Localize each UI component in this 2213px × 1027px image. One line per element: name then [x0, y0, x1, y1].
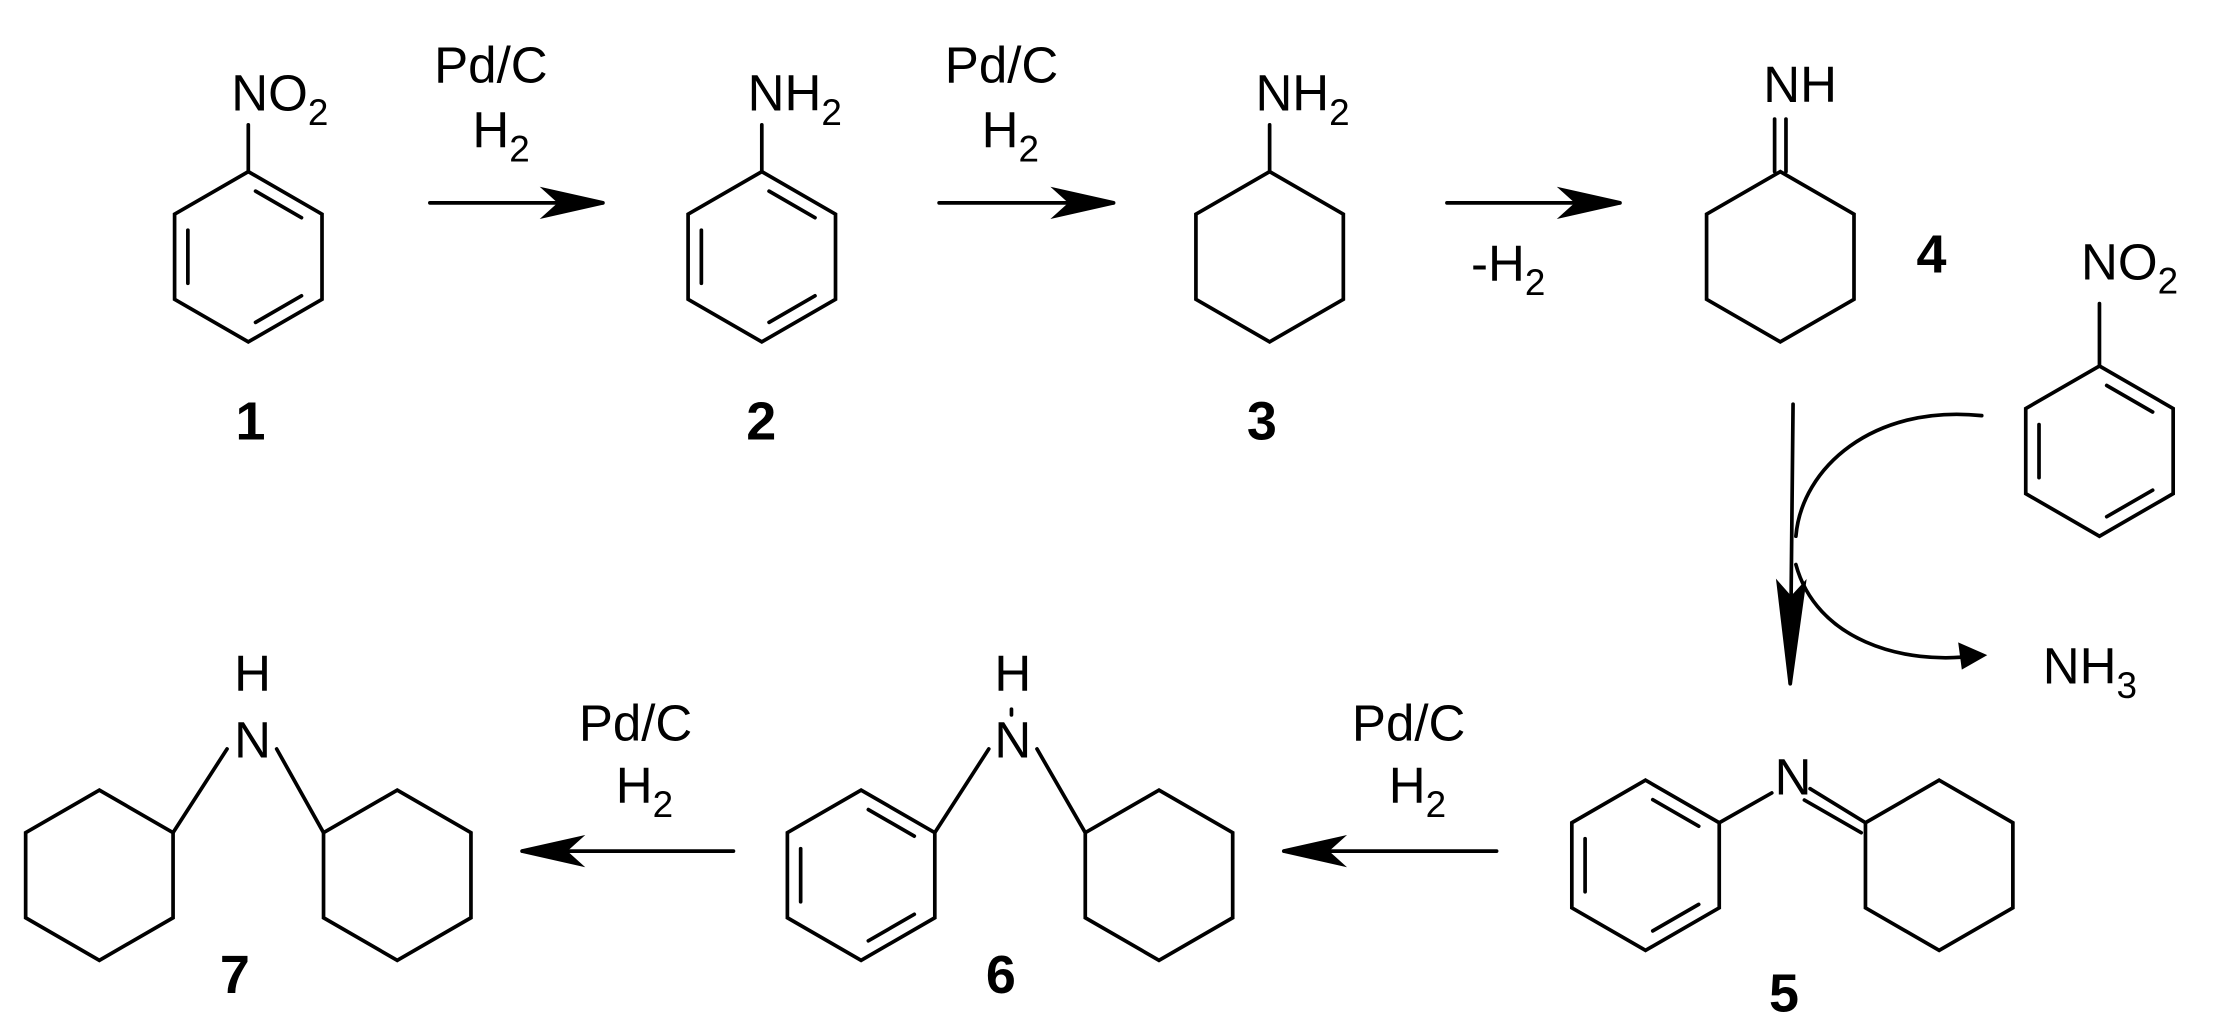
c7-cyclohexane-ring-left: [23, 787, 175, 963]
c5-benzene-ring-double-bond: [1650, 902, 1701, 933]
c2-benzene-ring-double-bond: [767, 293, 817, 325]
a2-catalyst: Pd/C: [945, 36, 1059, 93]
c4-label: 4: [1916, 224, 1946, 284]
c7-nitrogen: N: [234, 711, 271, 768]
arrow-1-head: [539, 186, 604, 219]
c2-amino-group: NH2: [748, 65, 842, 133]
c3-amino-group: NH2: [1255, 65, 1349, 133]
c2-benzene-ring-double-bond: [767, 189, 817, 220]
c5-imine-double-bond: [1802, 798, 1864, 835]
a4-catalyst: Pd/C: [1352, 694, 1466, 751]
c5-label: 5: [1769, 963, 1799, 1023]
nitrobenzene-ring-double-bond: [2104, 383, 2155, 414]
bond-drawing: [23, 117, 2176, 963]
c7-label: 7: [220, 945, 250, 1005]
c2-label: 2: [746, 392, 776, 452]
curved-arrow-out: [1794, 562, 1981, 660]
c5-n-bond: [1717, 791, 1774, 825]
nitrobenzene-ring: [2023, 363, 2176, 539]
c3-cyclohexane-ring: [1194, 169, 1346, 344]
arrow-3-head: [1556, 186, 1621, 219]
arrow-5-head: [521, 834, 586, 868]
c5-imine-bond: [1808, 786, 1868, 825]
c5-nitrogen: N: [1775, 748, 1812, 805]
c1-nitro-group: NO2: [231, 65, 328, 133]
nitrobenzene-ring-double-bond: [2104, 488, 2155, 519]
ammonia-byproduct: NH3: [2043, 638, 2137, 706]
c6-nitrogen: N: [994, 711, 1031, 768]
a3-reagent: -H2: [1471, 235, 1545, 303]
c5-benzene-ring-double-bond: [1650, 797, 1701, 829]
c6-benzene-ring: [785, 787, 937, 963]
c1-benzene-ring-double-bond: [253, 293, 304, 325]
curved-arrow-in: [1794, 412, 1984, 539]
nitrobenzene-nitro-group: NO2: [2081, 233, 2178, 301]
c6-benzene-ring-double-bond: [866, 807, 917, 838]
c7-hydrogen: H: [234, 645, 271, 702]
c3-label: 3: [1247, 392, 1277, 452]
a4-reagent: H2: [1389, 757, 1446, 825]
c7-n-bond-left: [171, 747, 229, 835]
c6-cyclohexane-ring: [1083, 787, 1235, 963]
curved-arrow-out-head: [1958, 642, 1988, 670]
a5-catalyst: Pd/C: [579, 694, 692, 751]
c5-cyclohexane-ring: [1863, 778, 2015, 953]
c2-benzene-ring: [686, 169, 838, 344]
c1-benzene-ring: [172, 169, 324, 344]
c7-cyclohexane-ring-right: [321, 787, 473, 963]
a1-reagent: H2: [472, 102, 529, 170]
c6-benzene-ring-double-bond: [866, 912, 917, 943]
arrow-2-head: [1050, 186, 1114, 219]
c6-label: 6: [986, 945, 1016, 1005]
c4-imine-group: NH: [1763, 56, 1837, 113]
c6-n-bond-left: [932, 747, 991, 835]
arrow-4-head: [1283, 834, 1348, 868]
c6-hydrogen: H: [994, 645, 1031, 702]
c7-n-bond-right: [274, 747, 326, 835]
c1-benzene-ring-double-bond: [253, 189, 304, 220]
a2-reagent: H2: [982, 102, 1039, 170]
a5-reagent: H2: [616, 757, 673, 825]
c1-label: 1: [236, 392, 266, 452]
c6-n-bond-right: [1035, 747, 1088, 835]
c4-cyclohexane-ring: [1704, 169, 1856, 344]
a1-catalyst: Pd/C: [434, 36, 547, 93]
arrow-vertical-head: [1775, 578, 1807, 684]
c5-benzene-ring: [1569, 778, 1722, 953]
